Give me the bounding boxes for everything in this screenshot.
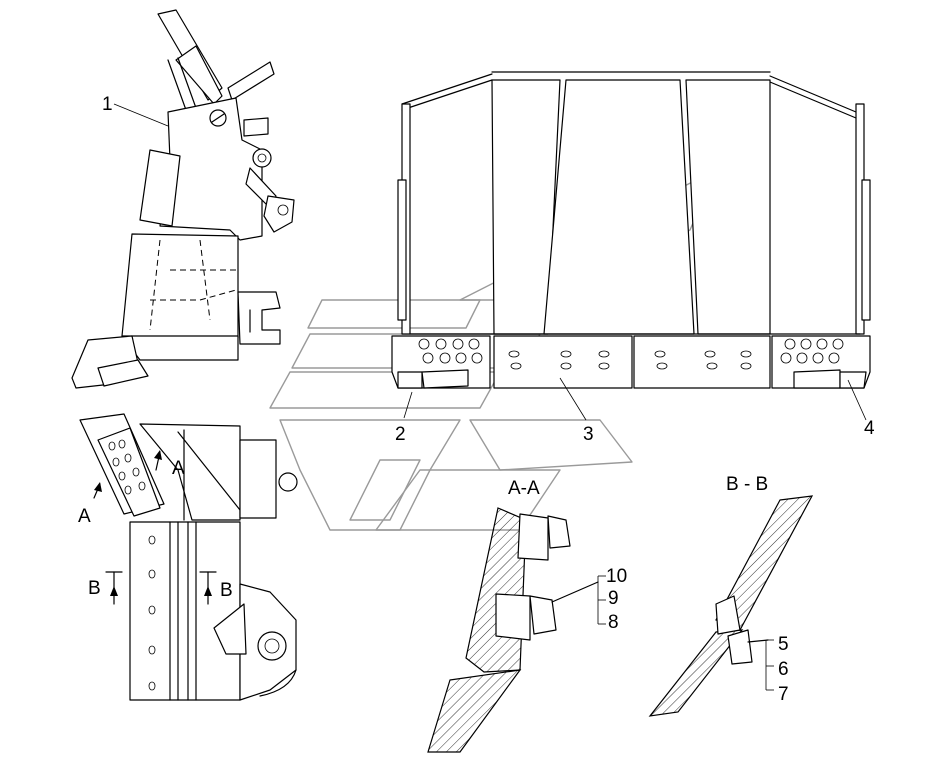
side-view xyxy=(71,9,295,389)
section-title-bb: B - B xyxy=(726,474,768,495)
part-label-6: 6 xyxy=(778,659,789,680)
section-view-left xyxy=(79,413,298,701)
part-label-2: 2 xyxy=(395,424,406,445)
leader-lines xyxy=(113,103,867,691)
part-label-5: 5 xyxy=(778,634,789,655)
section-mark-a-right: A xyxy=(172,458,185,479)
section-mark-a-left: A xyxy=(78,506,91,527)
front-view xyxy=(391,71,871,389)
section-aa xyxy=(427,507,599,753)
section-mark-b-right: B xyxy=(220,580,233,601)
part-label-10: 10 xyxy=(606,566,627,587)
part-label-1: 1 xyxy=(102,94,113,115)
part-label-8: 8 xyxy=(608,612,619,633)
part-label-9: 9 xyxy=(608,588,619,609)
part-label-4: 4 xyxy=(864,418,875,439)
section-mark-b-left: B xyxy=(88,578,101,599)
part-label-7: 7 xyxy=(778,684,789,705)
section-bb xyxy=(648,495,814,717)
section-title-aa: A-A xyxy=(508,478,540,499)
part-label-3: 3 xyxy=(583,424,594,445)
